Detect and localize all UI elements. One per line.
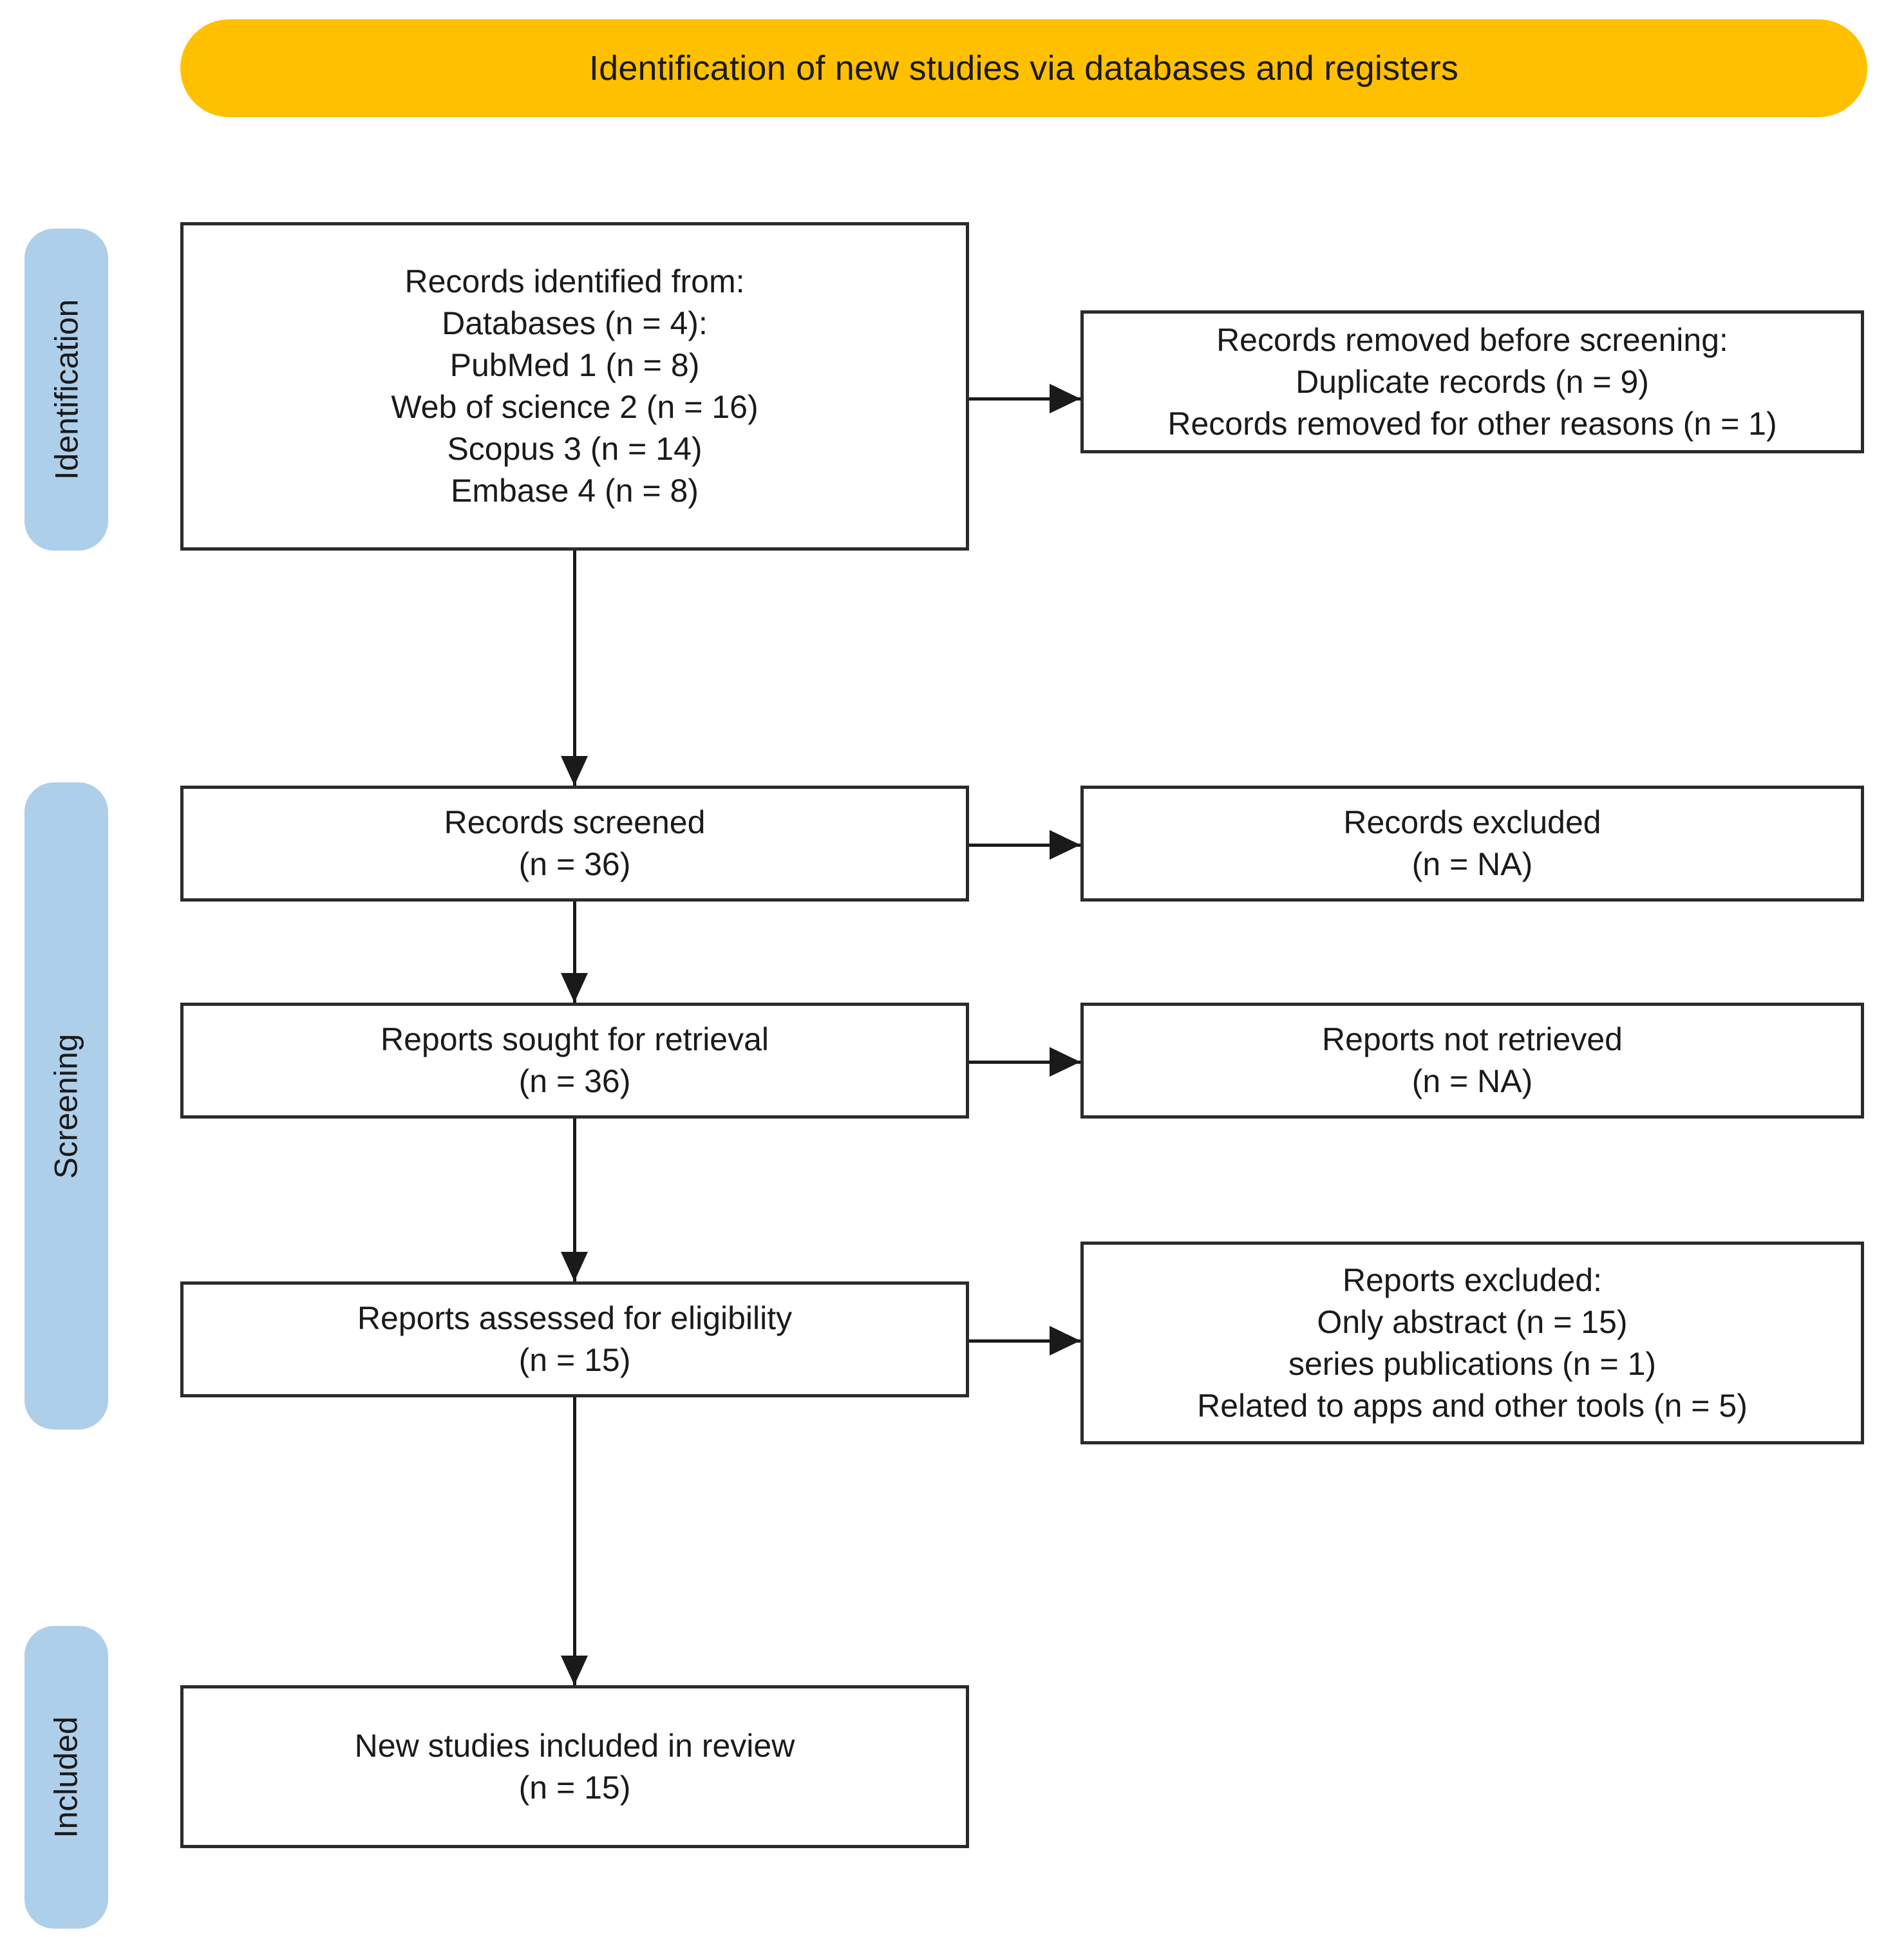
arrow-head-right-icon bbox=[1050, 830, 1080, 860]
arrow-head-right-icon bbox=[1050, 384, 1080, 413]
box-new-studies-included-in-review: New studies included in review (n = 15) bbox=[180, 1685, 969, 1848]
box-line: Reports excluded: bbox=[1342, 1261, 1602, 1298]
box-line: Web of science 2 (n = 16) bbox=[391, 389, 759, 425]
box-line: (n = 36) bbox=[518, 846, 631, 882]
box-line: Records removed for other reasons (n = 1… bbox=[1167, 405, 1777, 442]
box-line: Reports not retrieved bbox=[1322, 1021, 1623, 1057]
box-line: Scopus 3 (n = 14) bbox=[447, 431, 702, 467]
box-line: Embase 4 (n = 8) bbox=[451, 473, 699, 509]
arrow-stem bbox=[969, 1061, 1080, 1064]
diagram-header-banner: Identification of new studies via databa… bbox=[180, 19, 1867, 117]
box-line: Records screened bbox=[444, 804, 706, 840]
box-line: Reports assessed for eligibility bbox=[357, 1300, 793, 1336]
box-line: (n = 36) bbox=[518, 1063, 631, 1099]
box-reports-sought-for-retrieval: Reports sought for retrieval (n = 36) bbox=[180, 1003, 969, 1119]
diagram-title: Identification of new studies via databa… bbox=[589, 49, 1459, 88]
stage-pill-screening: Screening bbox=[24, 782, 108, 1430]
box-line: Only abstract (n = 15) bbox=[1317, 1303, 1628, 1340]
stage-label-identification: Identification bbox=[48, 299, 84, 480]
arrow-head-down-icon bbox=[561, 1252, 588, 1281]
box-reports-not-retrieved: Reports not retrieved (n = NA) bbox=[1080, 1003, 1864, 1119]
stage-label-included: Included bbox=[48, 1716, 85, 1838]
arrow-head-down-icon bbox=[561, 1656, 588, 1685]
box-reports-excluded: Reports excluded: Only abstract (n = 15)… bbox=[1080, 1242, 1864, 1444]
stage-pill-included: Included bbox=[24, 1626, 108, 1929]
box-line: Duplicate records (n = 9) bbox=[1296, 363, 1649, 400]
arrow-head-down-icon bbox=[561, 756, 588, 786]
arrow-head-right-icon bbox=[1050, 1326, 1080, 1356]
box-line: series publications (n = 1) bbox=[1288, 1345, 1657, 1382]
box-line: (n = NA) bbox=[1411, 1063, 1533, 1099]
box-records-identified: Records identified from: Databases (n = … bbox=[180, 222, 969, 551]
arrow-stem bbox=[573, 1119, 576, 1281]
box-line: (n = NA) bbox=[1411, 846, 1533, 882]
box-records-excluded: Records excluded (n = NA) bbox=[1080, 786, 1864, 902]
box-line: New studies included in review bbox=[354, 1727, 795, 1764]
arrow-stem bbox=[573, 551, 576, 786]
arrow-head-down-icon bbox=[561, 973, 588, 1003]
box-line: PubMed 1 (n = 8) bbox=[449, 347, 700, 383]
box-line: Records excluded bbox=[1343, 804, 1601, 840]
box-line: Reports sought for retrieval bbox=[380, 1021, 769, 1057]
stage-pill-identification: Identification bbox=[24, 229, 108, 551]
arrow-stem bbox=[969, 844, 1080, 847]
arrow-stem bbox=[969, 397, 1080, 401]
box-line: Databases (n = 4): bbox=[442, 305, 708, 341]
arrow-stem bbox=[573, 902, 576, 1003]
stage-label-screening: Screening bbox=[48, 1033, 84, 1179]
box-reports-assessed-for-eligibility: Reports assessed for eligibility (n = 15… bbox=[180, 1281, 969, 1397]
box-line: Related to apps and other tools (n = 5) bbox=[1197, 1387, 1748, 1424]
box-line: (n = 15) bbox=[518, 1342, 631, 1378]
box-line: Records identified from: bbox=[404, 263, 745, 299]
arrow-stem bbox=[573, 1397, 576, 1685]
box-records-removed-before-screening: Records removed before screening: Duplic… bbox=[1080, 310, 1864, 453]
arrow-head-right-icon bbox=[1050, 1047, 1080, 1077]
box-line: Records removed before screening: bbox=[1216, 321, 1728, 358]
arrow-stem bbox=[969, 1339, 1080, 1343]
box-line: (n = 15) bbox=[518, 1769, 631, 1806]
box-records-screened: Records screened (n = 36) bbox=[180, 786, 969, 902]
